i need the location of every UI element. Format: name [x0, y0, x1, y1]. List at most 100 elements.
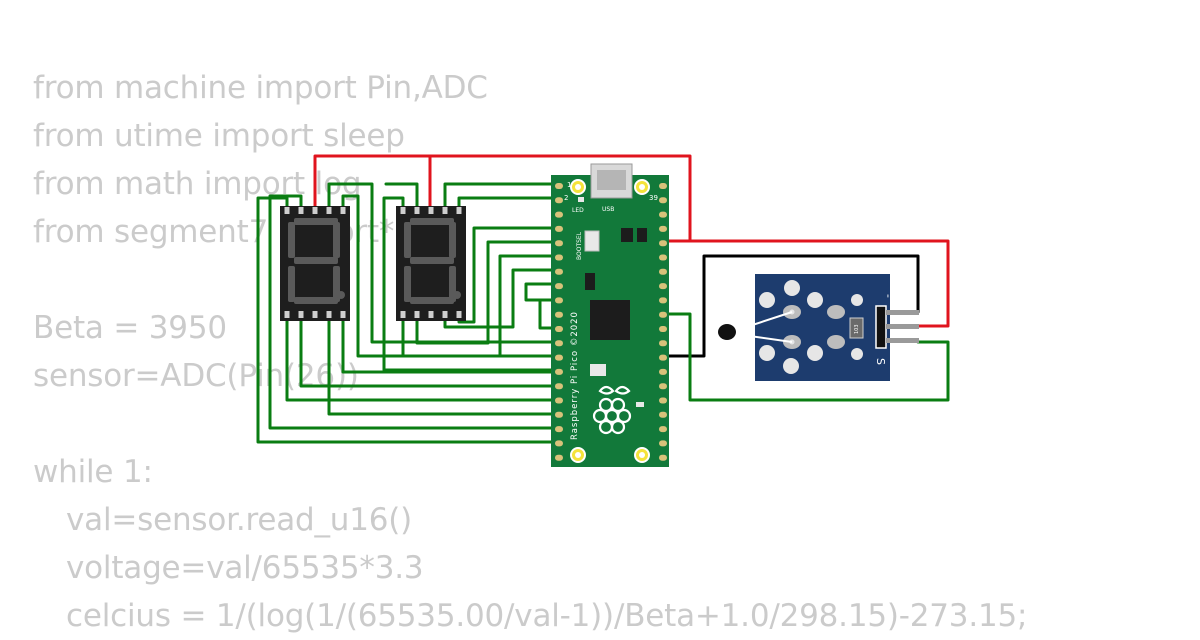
display-pin — [298, 311, 304, 318]
board-silk-label: Raspberry Pi Pico ©2020 — [570, 311, 580, 440]
pico-right-pin — [659, 197, 667, 204]
led-label: LED — [572, 207, 584, 214]
pico-right-pin — [659, 225, 667, 232]
display-segment — [294, 257, 338, 264]
pico-right-pin — [659, 211, 667, 218]
pico-left-pin — [555, 326, 563, 332]
pico-left-pin — [555, 225, 563, 232]
display-pin — [456, 207, 462, 214]
display-pin — [340, 311, 346, 318]
display-pin — [428, 311, 434, 318]
pico-right-pin — [659, 326, 667, 332]
pico-left-pin — [555, 297, 563, 304]
seven-segment-display-2 — [396, 206, 466, 321]
code-line: val=sensor.read_u16() — [66, 502, 413, 538]
pico-right-pin — [659, 383, 667, 390]
pin-2-label: 2 — [564, 194, 568, 202]
signal-wire — [285, 312, 561, 402]
pico-pin-headers — [555, 183, 667, 461]
display-pin — [312, 311, 318, 318]
pico-right-pin — [659, 397, 667, 404]
pin-39-label: 39 — [649, 194, 658, 202]
code-line: from math import log — [33, 166, 362, 202]
display-segment — [294, 297, 338, 304]
signal-wire — [663, 312, 950, 402]
display-pin — [298, 207, 304, 214]
pico-left-pin — [555, 197, 563, 204]
resistor-code-label: 103 — [854, 324, 860, 334]
pico-right-pin — [659, 340, 667, 347]
signal-wire — [341, 312, 561, 374]
code-line: celcius = 1/(log(1/(65535.00/val-1))/Bet… — [66, 598, 1028, 634]
seven-segment-display-1 — [280, 206, 350, 321]
display-pin — [340, 207, 346, 214]
signal-wire — [457, 196, 561, 212]
code-line: while 1: — [33, 454, 153, 490]
pico-left-pin — [555, 183, 563, 189]
display-segment — [333, 222, 340, 258]
display-segment — [404, 222, 411, 258]
thermistor-icon — [718, 311, 793, 343]
signal-wire — [327, 312, 561, 416]
code-line: from machine import Pin,ADC — [33, 70, 488, 106]
pico-right-pin — [659, 426, 667, 433]
code-line: from utime import sleep — [33, 118, 405, 154]
display-pin — [400, 207, 406, 214]
ntc-temperature-sensor-module: 103 - S — [718, 274, 919, 381]
display-pin — [326, 207, 332, 214]
display-segment — [449, 222, 456, 258]
pico-right-pin — [659, 240, 667, 247]
pico-right-pin — [659, 297, 667, 304]
pico-left-pin — [555, 340, 563, 347]
pico-left-pin — [555, 426, 563, 433]
display-pin — [414, 207, 420, 214]
bootsel-label: BOOTSEL — [576, 231, 583, 260]
signal-pin-label: S — [874, 358, 887, 365]
display-pin — [456, 311, 462, 318]
display-pin — [414, 311, 420, 318]
code-line: voltage=val/65535*3.3 — [66, 550, 424, 586]
code-line: sensor=ADC(Pin(26)) — [33, 358, 359, 394]
usb-label: USB — [602, 206, 614, 213]
signal-wire — [256, 196, 561, 444]
signal-wire — [443, 182, 561, 212]
pico-right-pin — [659, 454, 667, 461]
pin-1-label: 1 — [567, 181, 571, 189]
display-segment — [288, 266, 295, 302]
display-segment — [410, 257, 454, 264]
signal-wire — [401, 254, 561, 358]
pico-right-pin — [659, 268, 667, 275]
display-pin — [284, 311, 290, 318]
pico-right-pin — [659, 311, 667, 318]
signal-wire — [384, 182, 419, 212]
pico-right-pin — [659, 440, 667, 447]
display-segment — [410, 297, 454, 304]
signal-wire — [382, 196, 561, 372]
pico-right-pin — [659, 183, 667, 189]
signal-wire — [268, 194, 561, 430]
pico-left-pin — [555, 283, 563, 290]
pico-left-pin — [555, 397, 563, 404]
display-pin — [400, 311, 406, 318]
display-segment — [404, 266, 411, 302]
display-pin — [326, 311, 332, 318]
display-pin — [312, 207, 318, 214]
pico-left-pin — [555, 383, 563, 390]
minus-pin-label: - — [882, 294, 895, 298]
pico-left-pin — [555, 440, 563, 447]
display-pins — [284, 207, 462, 318]
pico-right-pin — [659, 283, 667, 290]
signal-wire — [415, 240, 561, 345]
pico-left-pin — [555, 211, 563, 218]
code-line: Beta = 3950 — [33, 310, 227, 346]
display-pin — [442, 311, 448, 318]
pico-left-pin — [555, 454, 563, 461]
display-segment — [410, 218, 454, 225]
pico-right-pin — [659, 354, 667, 361]
pico-right-pin — [659, 368, 667, 375]
wires — [256, 154, 950, 444]
raspberry-logo-icon — [592, 385, 632, 435]
pico-left-pin — [555, 354, 563, 361]
pico-left-pin — [555, 368, 563, 375]
